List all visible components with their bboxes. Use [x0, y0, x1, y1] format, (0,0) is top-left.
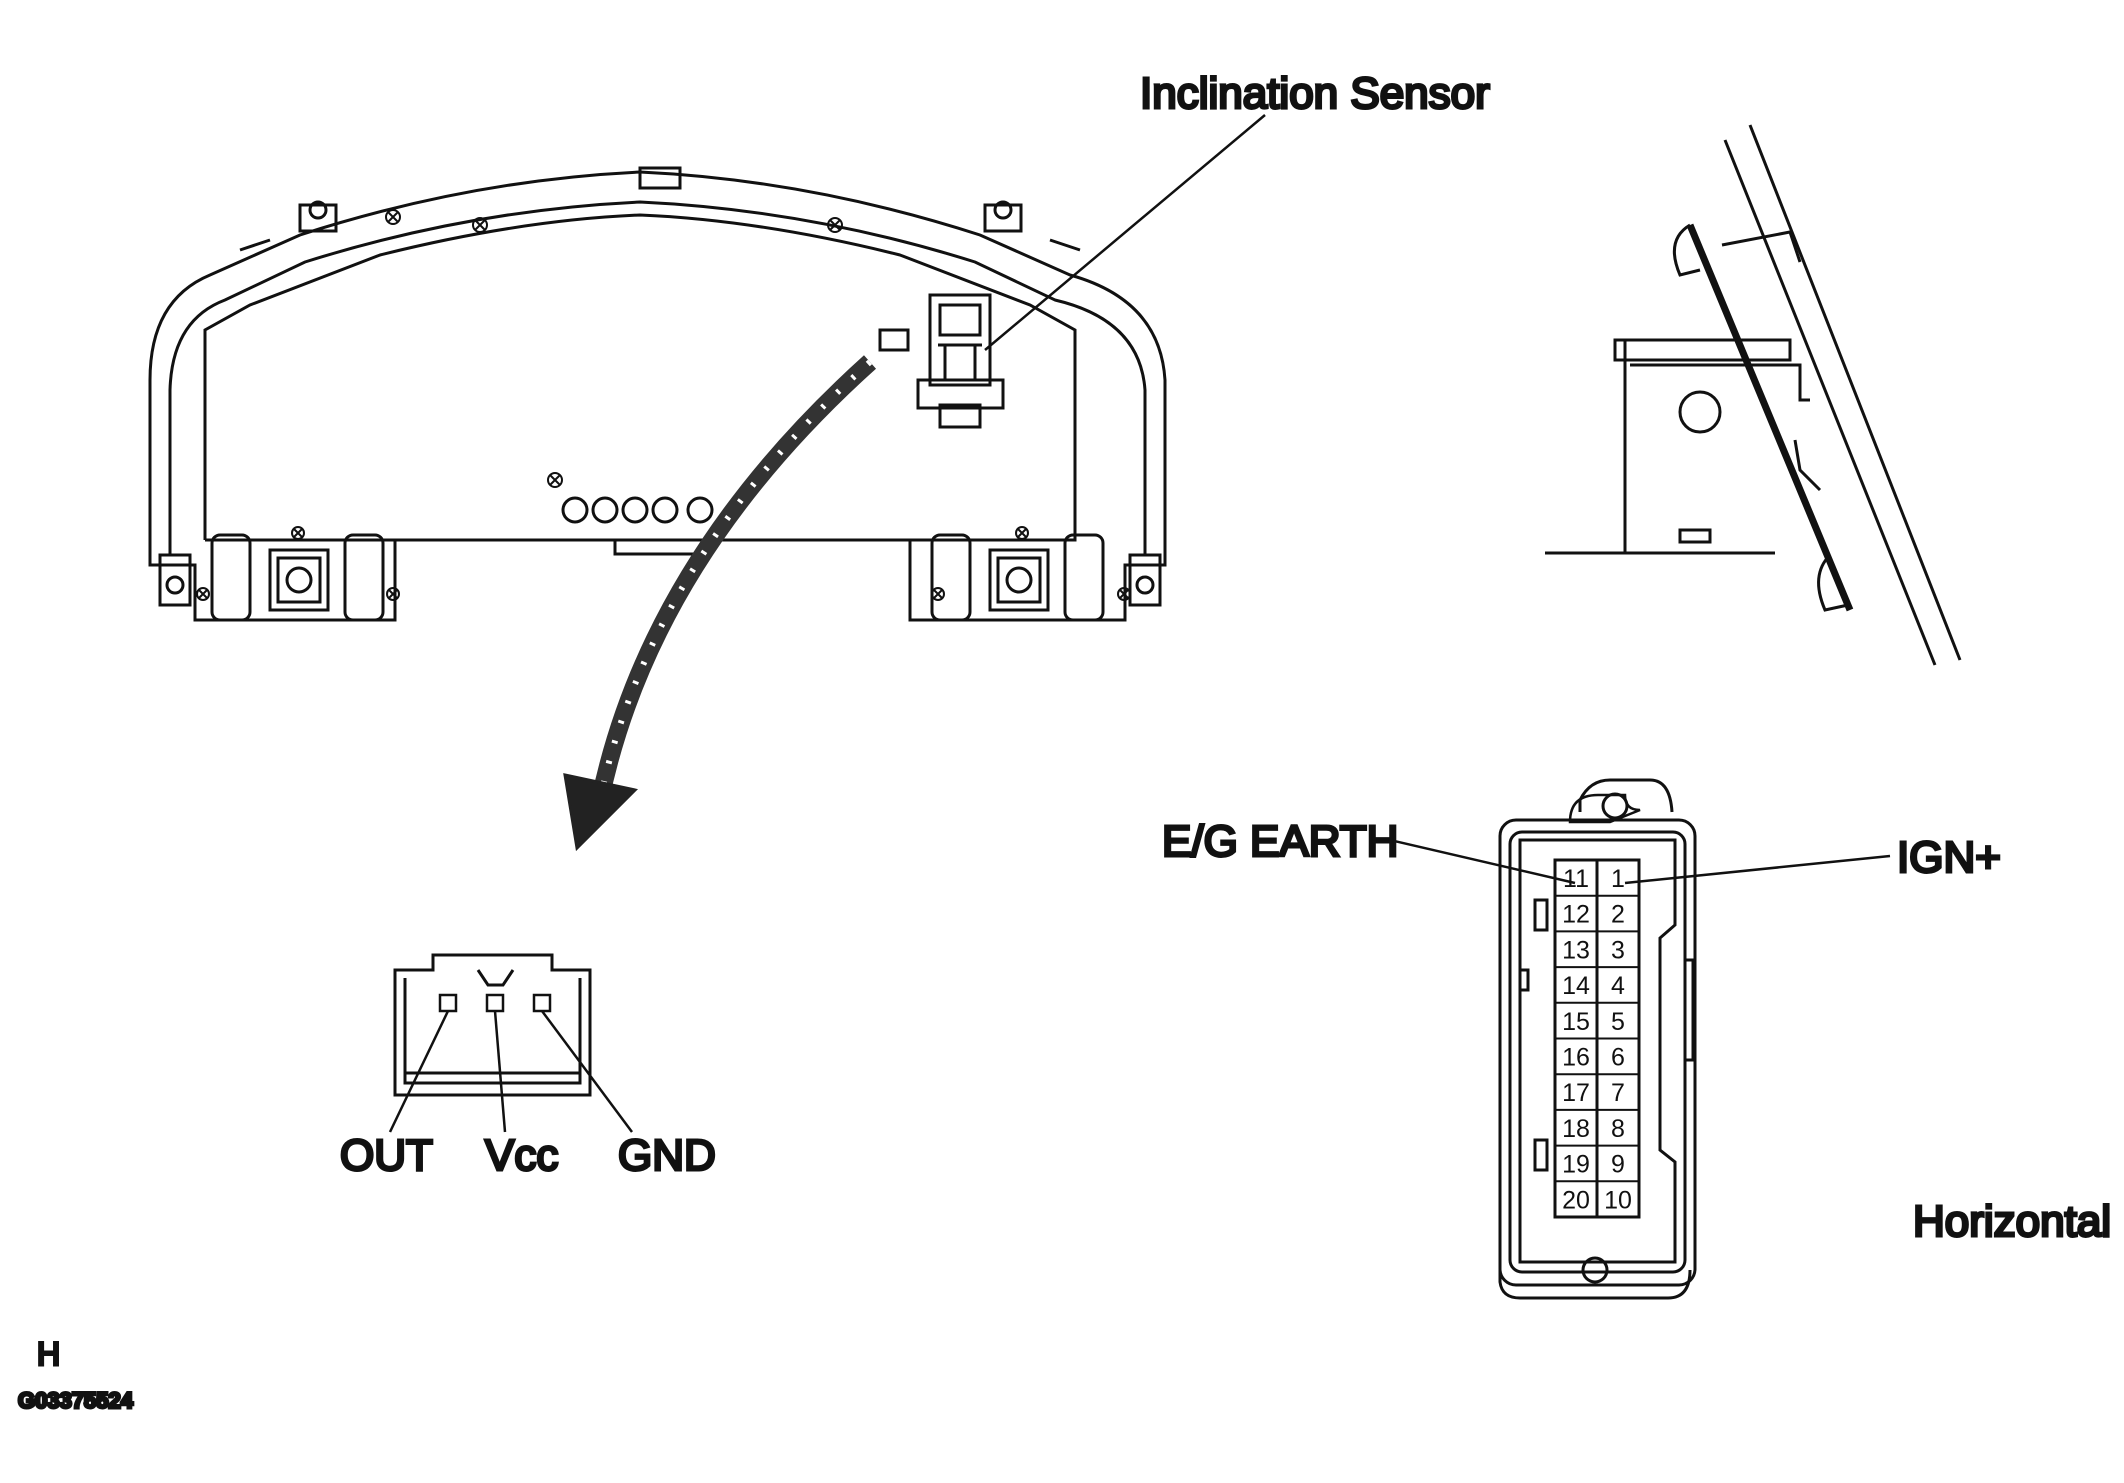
connector-pin-number: 4 [1611, 972, 1625, 1000]
horizontal-label: Horizontal [1913, 1197, 2111, 1246]
connector-pin-number: 6 [1611, 1044, 1625, 1072]
connector-pin-number: 16 [1562, 1044, 1590, 1072]
connector-pin-number: 19 [1562, 1151, 1590, 1179]
connector-pin-number: 17 [1562, 1079, 1590, 1107]
connector-pin-number: 5 [1611, 1008, 1625, 1036]
connector-pin-number: 20 [1562, 1186, 1590, 1214]
connector-pin-number: 8 [1611, 1115, 1625, 1143]
sensor-leader-line [984, 114, 1266, 351]
gnd-pin-label: GND [618, 1131, 716, 1180]
sensor-connector-3pin [388, 953, 634, 1133]
connector-pin-number: 10 [1604, 1186, 1632, 1214]
connector-pin-number: 7 [1611, 1079, 1625, 1107]
connector-pin-number: 12 [1562, 901, 1590, 929]
inclination-sensor-label: Inclination Sensor [1140, 69, 1490, 118]
connector-pin-number: 3 [1611, 936, 1625, 964]
pin-grid-rows [1555, 894, 1639, 1183]
connector-pin-number: 15 [1562, 1008, 1590, 1036]
sensor-side-view [1545, 124, 1962, 666]
instrument-cluster-drawing [148, 166, 1167, 622]
figure-code: G03375524 [18, 1388, 134, 1413]
connector-pin-number: 13 [1562, 936, 1590, 964]
connector-pin-number: 2 [1611, 901, 1625, 929]
ign-plus-label: IGN+ [1897, 833, 2001, 882]
connector-pin-number: 14 [1562, 972, 1590, 1000]
pointer-arrow [563, 355, 877, 852]
inclination-sensor-module [878, 293, 1005, 429]
eg-earth-label: E/G EARTH [1162, 817, 1398, 866]
connector-pin-number: 18 [1562, 1115, 1590, 1143]
screw-marks [196, 209, 1131, 601]
round-terminals [561, 496, 714, 556]
out-pin-label: OUT [340, 1131, 433, 1180]
corner-letter: H [37, 1336, 60, 1372]
connector-pin-number: 11 [1563, 865, 1589, 893]
vcc-pin-label: Vcc [485, 1131, 558, 1180]
connector-pin-number: 9 [1611, 1151, 1625, 1179]
connector-pin-number: 1 [1611, 865, 1625, 893]
